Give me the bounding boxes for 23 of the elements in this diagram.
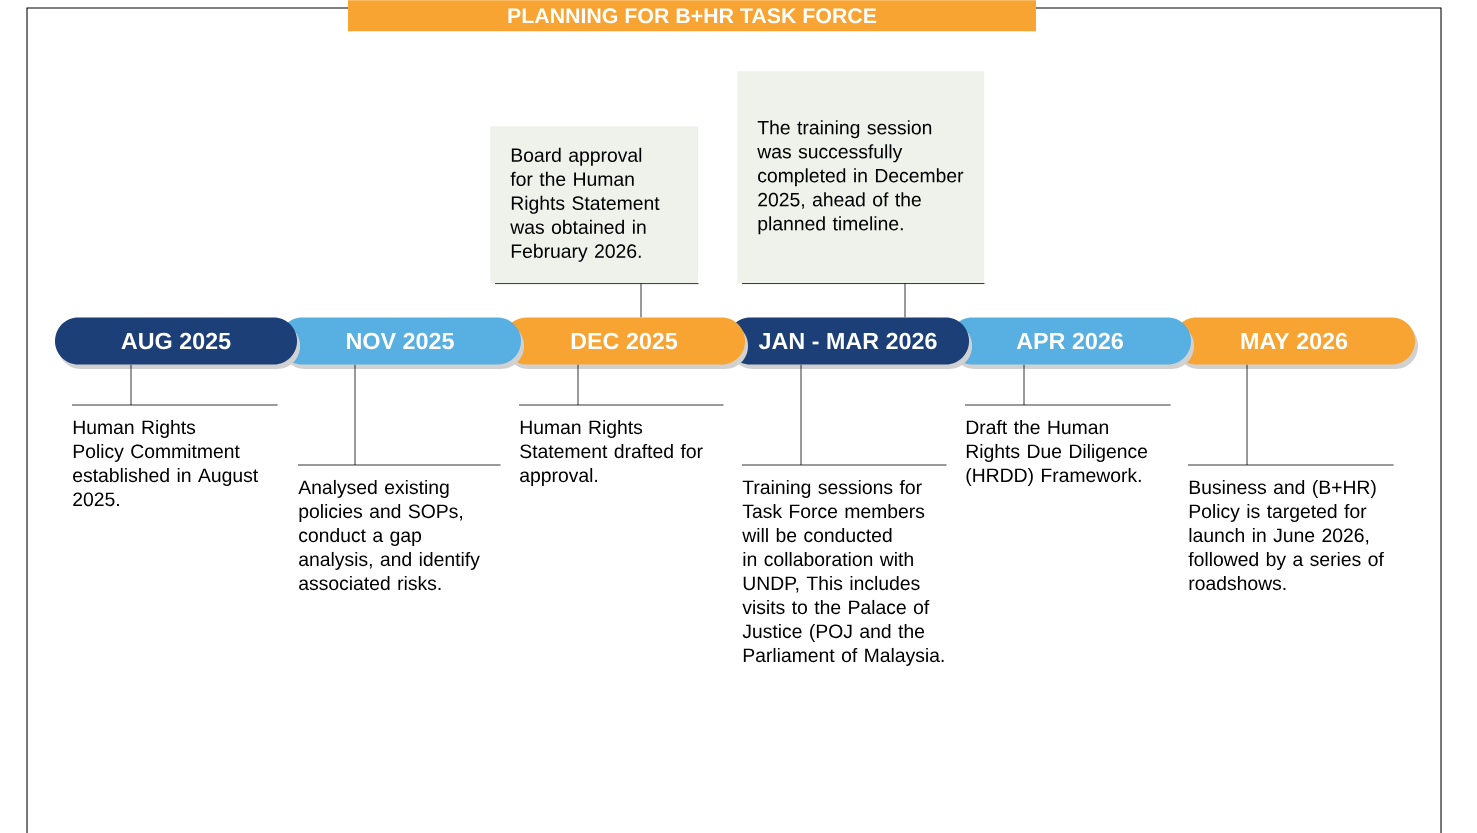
note-text: Training sessions for Task Force members will be conducted in collaboration with UNDP, This includes visits to the Palace of Justice (POJ and the Parliament of Malaysia. bbox=[741, 464, 947, 666]
leader-line bbox=[354, 364, 356, 466]
leader-line bbox=[1246, 364, 1248, 466]
leader-line bbox=[904, 283, 906, 318]
note-box: Board approval for the Human Rights Statement was obtained in February 2026. bbox=[490, 126, 699, 284]
date-pill: APR 2026 bbox=[949, 317, 1191, 365]
leader-line bbox=[1023, 364, 1025, 406]
note-text: Business and (B+HR) Policy is targeted for launch in June 2026, followed by a series of roadshows. bbox=[1187, 464, 1394, 591]
date-pill: MAY 2026 bbox=[1173, 317, 1415, 365]
leader-line bbox=[130, 364, 132, 406]
date-pill: DEC 2025 bbox=[503, 317, 745, 365]
note-box: The training session was successfully completed in December 2025, ahead of the planned timeline. bbox=[737, 71, 985, 284]
date-pill: JAN - MAR 2026 bbox=[727, 317, 969, 365]
title-banner: PLANNING FOR B+HR TASK FORCE bbox=[348, 0, 1036, 32]
leader-line bbox=[640, 283, 642, 318]
note-text: Human Rights Policy Commitment established in August 2025. bbox=[71, 404, 278, 507]
date-pill: AUG 2025 bbox=[55, 317, 297, 365]
note-text: Analysed existing policies and SOPs, conduct a gap analysis, and identify associated risks. bbox=[297, 464, 501, 591]
leader-line bbox=[577, 364, 579, 406]
note-text: Draft the Human Rights Due Diligence (HRDD) Framework. bbox=[964, 404, 1171, 486]
leader-line bbox=[800, 364, 802, 466]
date-pill: NOV 2025 bbox=[279, 317, 521, 365]
note-text: Human Rights Statement drafted for approval. bbox=[518, 404, 724, 486]
